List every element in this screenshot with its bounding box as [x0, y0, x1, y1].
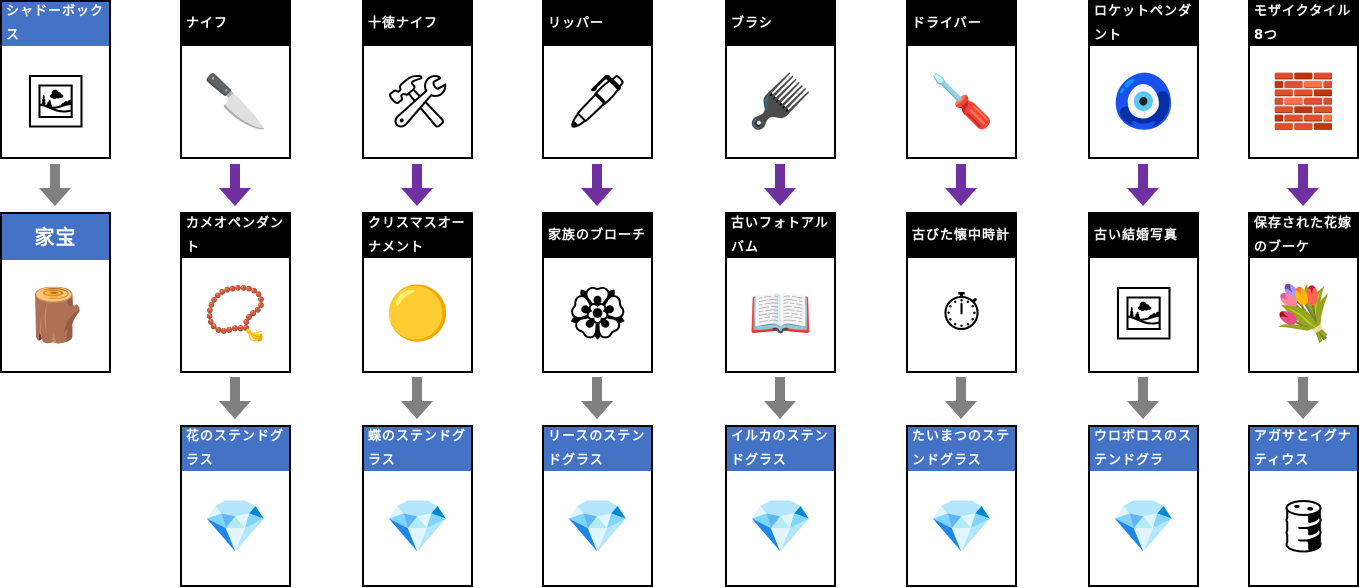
tool-card: ナイフ 🔪 — [180, 0, 291, 159]
item-card: カメオペンダント 📿 — [180, 212, 291, 373]
arrow-down-purple — [764, 164, 796, 206]
heirloom-card: 家宝 🪵 — [0, 212, 111, 373]
ornament-icon: 🟡 — [385, 283, 450, 344]
item-label: シャドーボックス — [2, 2, 109, 46]
item-label: ナイフ — [182, 2, 289, 46]
brooch-icon: 🏵 — [564, 283, 631, 344]
tool-card: リッパー 🖊 — [542, 0, 653, 159]
knife-icon: 🔪 — [203, 71, 268, 132]
wedding-photo-icon: 🖼 — [1110, 283, 1177, 344]
bouquet-tin-icon: 💐 — [1271, 283, 1336, 344]
result-card: アガサとイグナティウス 🛢 — [1248, 425, 1359, 587]
arrow-down-purple — [1127, 164, 1159, 206]
barrel-icon: 🛢 — [1270, 496, 1337, 557]
item-card: 家族のブローチ 🏵 — [542, 212, 653, 373]
screwdriver-icon: 🪛 — [929, 71, 994, 132]
cameo-pendant-icon: 📿 — [203, 283, 268, 344]
seam-ripper-icon: 🖊 — [564, 71, 631, 132]
arrow-down-gray — [1127, 377, 1159, 419]
result-card: たいまつのステンドグラス 💎 — [906, 425, 1017, 587]
pocket-watch-icon: ⏱ — [941, 282, 982, 343]
glass-shards-icon: 💎 — [203, 496, 268, 557]
arrow-down-purple — [401, 164, 433, 206]
item-label: 蝶のステンドグラス — [364, 427, 471, 471]
arrow-down-gray — [764, 377, 796, 419]
item-label: たいまつのステンドグラス — [908, 427, 1015, 471]
item-label: 家族のブローチ — [544, 214, 651, 258]
item-label: モザイクタイル8つ — [1250, 2, 1357, 46]
item-label: アガサとイグナティウス — [1250, 427, 1357, 471]
arrow-down-purple — [581, 164, 613, 206]
item-label: 保存された花嫁のブーケ — [1250, 214, 1357, 258]
locket-icon: 🧿 — [1111, 71, 1176, 132]
item-label: 家宝 — [2, 214, 109, 260]
swiss-knife-icon: 🛠 — [384, 71, 451, 132]
item-card: 保存された花嫁のブーケ 💐 — [1248, 212, 1359, 373]
arrow-down-gray — [219, 377, 251, 419]
result-card: リースのステンドグラス 💎 — [542, 425, 653, 587]
result-card: イルカのステンドグラス 💎 — [725, 425, 836, 587]
item-label: ブラシ — [727, 2, 834, 46]
item-label: 十徳ナイフ — [364, 2, 471, 46]
tool-card: ロケットペンダント 🧿 — [1088, 0, 1199, 159]
item-label: 花のステンドグラス — [182, 427, 289, 471]
glass-shards-icon: 💎 — [748, 496, 813, 557]
item-card: 古いフォトアルバム 📖 — [725, 212, 836, 373]
item-label: 古い結婚写真 — [1090, 214, 1197, 258]
glass-shards-icon: 💎 — [1111, 496, 1176, 557]
shadow-box-icon: 🖼 — [22, 71, 89, 132]
arrow-down-gray — [945, 377, 977, 419]
item-label: ウロボロスのステンドグラ — [1090, 427, 1197, 471]
photo-album-icon: 📖 — [748, 283, 813, 344]
heirloom-icon: 🪵 — [23, 285, 88, 346]
arrow-down-gray — [581, 377, 613, 419]
tool-card: ブラシ 🪮 — [725, 0, 836, 159]
arrow-down-purple — [219, 164, 251, 206]
arrow-down-purple — [945, 164, 977, 206]
arrow-down-gray — [401, 377, 433, 419]
result-card: 花のステンドグラス 💎 — [180, 425, 291, 587]
item-card: 古い結婚写真 🖼 — [1088, 212, 1199, 373]
shadow-box-card: シャドーボックス 🖼 — [0, 0, 111, 159]
tool-card: モザイクタイル8つ 🧱 — [1248, 0, 1359, 159]
item-label: リースのステンドグラス — [544, 427, 651, 471]
glass-shards-icon: 💎 — [929, 496, 994, 557]
item-label: ドライバー — [908, 2, 1015, 46]
item-card: 古びた懐中時計 ⏱ — [906, 212, 1017, 373]
item-card: クリスマスオーナメント 🟡 — [362, 212, 473, 373]
item-label: リッパー — [544, 2, 651, 46]
item-label: イルカのステンドグラス — [727, 427, 834, 471]
result-card: ウロボロスのステンドグラ 💎 — [1088, 425, 1199, 587]
item-label: 古いフォトアルバム — [727, 214, 834, 258]
mosaic-tiles-icon: 🧱 — [1271, 71, 1336, 132]
result-card: 蝶のステンドグラス 💎 — [362, 425, 473, 587]
tool-card: 十徳ナイフ 🛠 — [362, 0, 473, 159]
item-label: クリスマスオーナメント — [364, 214, 471, 258]
arrow-down-gray — [1287, 377, 1319, 419]
arrow-down-purple — [1287, 164, 1319, 206]
item-label: 古びた懐中時計 — [908, 214, 1015, 258]
brush-icon: 🪮 — [748, 71, 813, 132]
item-label: カメオペンダント — [182, 214, 289, 258]
arrow-down-gray — [39, 164, 71, 206]
tool-card: ドライバー 🪛 — [906, 0, 1017, 159]
glass-shards-icon: 💎 — [385, 496, 450, 557]
glass-shards-icon: 💎 — [565, 496, 630, 557]
item-label: ロケットペンダント — [1090, 2, 1197, 46]
